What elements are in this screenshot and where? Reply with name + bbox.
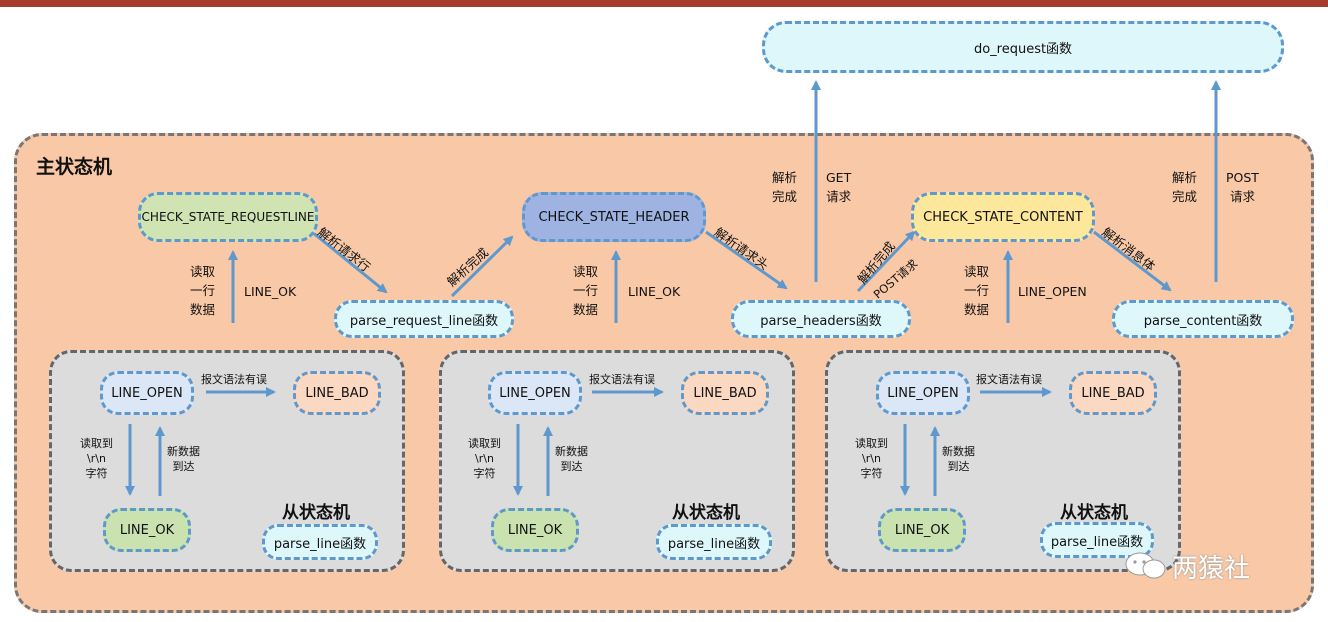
- sub3-line-open: LINE_OPEN: [876, 371, 970, 415]
- sub2-new-data: 新数据 到达: [555, 445, 588, 473]
- parse-headers-box: parse_headers函数: [731, 300, 911, 338]
- sub3-new-data: 新数据 到达: [942, 445, 975, 473]
- label-get-request: GET 请求: [826, 170, 852, 204]
- sub2-read-crlf: 读取到 \r\n 字符: [468, 437, 501, 480]
- label-read-line-1: 读取 一行 数据: [190, 264, 216, 317]
- label-line-open-main: LINE_OPEN: [1018, 284, 1087, 299]
- top-bar: [0, 0, 1328, 7]
- sub1-parse-line: parse_line函数: [262, 524, 378, 560]
- sub1-read-crlf: 读取到 \r\n 字符: [80, 437, 113, 480]
- label-line-ok-1: LINE_OK: [244, 284, 297, 299]
- label-line-ok-2: LINE_OK: [628, 284, 681, 299]
- sub3-line-bad: LINE_BAD: [1069, 371, 1157, 415]
- label-parse-complete-post: 解析 完成: [1172, 170, 1198, 204]
- sub1-line-bad: LINE_BAD: [293, 371, 381, 415]
- state-check-header: CHECK_STATE_HEADER: [522, 192, 706, 242]
- sub1-new-data: 新数据 到达: [167, 445, 200, 473]
- parse-content-box: parse_content函数: [1112, 300, 1294, 338]
- label-parse-complete-get: 解析 完成: [772, 170, 798, 204]
- watermark-text: 两猿社: [1172, 554, 1251, 584]
- sub2-label: 从状态机: [672, 503, 740, 523]
- sub2-line-open: LINE_OPEN: [488, 371, 582, 415]
- sub1-line-open: LINE_OPEN: [100, 371, 194, 415]
- sub2-line-bad: LINE_BAD: [681, 371, 769, 415]
- do-request-box: do_request函数: [762, 21, 1284, 73]
- sub3-label: 从状态机: [1060, 503, 1128, 523]
- sub1-syntax-error: 报文语法有误: [201, 373, 267, 386]
- sub3-syntax-error: 报文语法有误: [976, 373, 1042, 386]
- sub2-parse-line: parse_line函数: [656, 524, 772, 560]
- sub2-syntax-error: 报文语法有误: [589, 373, 655, 386]
- label-read-line-3: 读取 一行 数据: [964, 264, 990, 317]
- main-state-machine-label: 主状态机: [36, 156, 113, 178]
- sub3-line-ok: LINE_OK: [878, 508, 966, 552]
- sub2-line-ok: LINE_OK: [491, 508, 579, 552]
- sub3-parse-line: parse_line函数: [1040, 522, 1154, 558]
- sub3-read-crlf: 读取到 \r\n 字符: [855, 437, 888, 480]
- parse-request-line-box: parse_request_line函数: [334, 300, 514, 338]
- label-read-line-2: 读取 一行 数据: [573, 264, 599, 317]
- sub1-line-ok: LINE_OK: [103, 508, 191, 552]
- sub1-label: 从状态机: [282, 503, 350, 523]
- state-check-content: CHECK_STATE_CONTENT: [911, 192, 1095, 242]
- wechat-logo-icon: [1125, 552, 1166, 579]
- label-post-request-2: POST 请求: [1226, 170, 1259, 204]
- state-check-requestline: CHECK_STATE_REQUESTLINE: [138, 192, 318, 242]
